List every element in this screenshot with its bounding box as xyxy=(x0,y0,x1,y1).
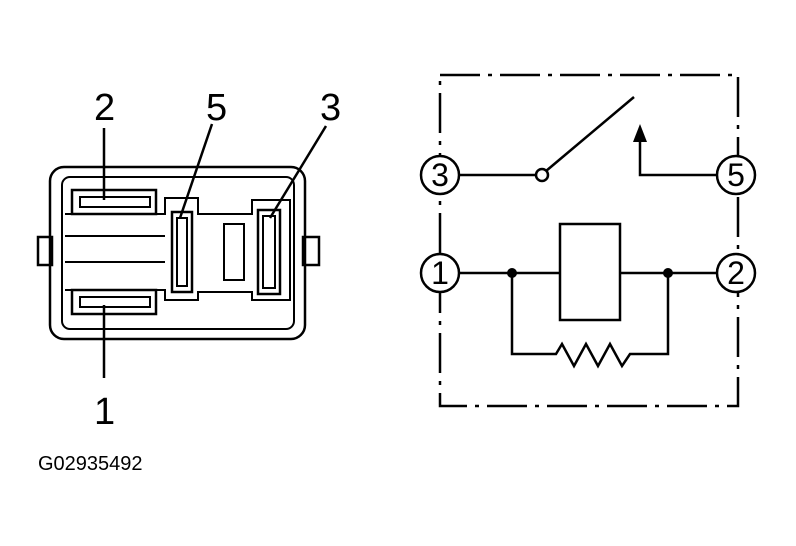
switch-pivot xyxy=(534,167,550,183)
contact-arrow xyxy=(633,124,647,142)
pin-3-label: 3 xyxy=(320,87,341,129)
pin-3-leader xyxy=(268,125,328,219)
resistor-branch xyxy=(510,273,670,369)
terminal-5-circle xyxy=(715,154,757,196)
pin-5-blade xyxy=(176,217,188,287)
terminal-3-circle xyxy=(419,154,461,196)
pin-3-blade xyxy=(262,215,276,289)
pin-2-blade xyxy=(79,196,151,208)
connector-right-tab xyxy=(301,235,321,267)
pin-1-label: 1 xyxy=(94,391,115,433)
switch-contact-wire xyxy=(638,138,717,177)
pin-1-blade xyxy=(79,296,151,308)
pin-5-leader xyxy=(178,123,214,219)
connector-outer-body xyxy=(48,165,307,341)
relay-schematic: 3 5 1 2 xyxy=(419,73,757,408)
terminal-2-label: 2 xyxy=(727,255,745,291)
pin-2-label: 2 xyxy=(94,87,115,129)
terminal-1-label: 1 xyxy=(431,255,449,291)
pin-5-label: 5 xyxy=(206,87,227,129)
relay-coil xyxy=(558,222,622,322)
connector-face-view: 2 5 3 1 xyxy=(36,87,341,433)
terminal-5-label: 5 xyxy=(727,157,745,193)
figure-code: G02935492 xyxy=(38,453,143,475)
terminal-3-label: 3 xyxy=(431,157,449,193)
connector-inner-outline xyxy=(61,176,295,330)
pin-2-slot xyxy=(70,188,158,216)
pin-1-slot xyxy=(70,288,158,316)
terminal-1-circle xyxy=(419,252,461,294)
center-key xyxy=(223,223,245,281)
relay-housing-boundary xyxy=(438,73,740,408)
terminal-2-circle xyxy=(715,252,757,294)
pin-3-slot xyxy=(256,208,282,296)
switch-blade xyxy=(545,96,635,172)
pin-5-slot xyxy=(170,210,194,294)
connector-left-tab xyxy=(36,235,54,267)
connector-inner-step xyxy=(65,197,291,301)
